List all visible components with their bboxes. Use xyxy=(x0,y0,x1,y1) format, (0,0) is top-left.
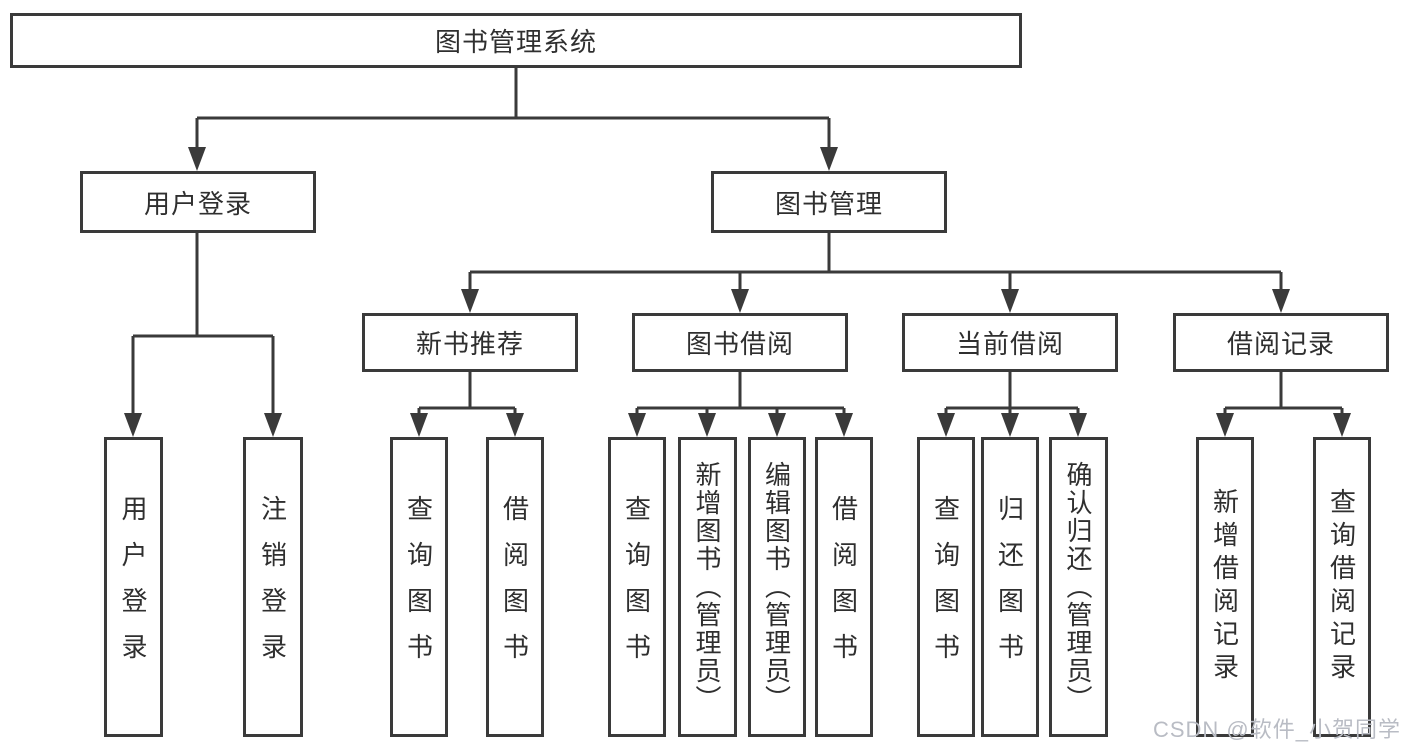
node-new-book-recommend: 新书推荐 xyxy=(362,313,578,372)
leaf-user-login: 用户登录 xyxy=(104,437,163,737)
arrowhead-icon xyxy=(124,413,142,437)
arrowhead-icon xyxy=(1216,413,1234,437)
arrowhead-icon xyxy=(1001,413,1019,437)
leaf-query-books-borrowing: 查询图书 xyxy=(608,437,666,737)
arrowhead-icon xyxy=(628,413,646,437)
arrowhead-icon xyxy=(506,413,524,437)
arrowhead-icon xyxy=(1069,413,1087,437)
arrowhead-icon xyxy=(410,413,428,437)
arrowhead-icon xyxy=(835,413,853,437)
leaf-query-borrow-record: 查询借阅记录 xyxy=(1313,437,1371,737)
node-book-management: 图书管理 xyxy=(711,171,947,233)
node-borrowing-records: 借阅记录 xyxy=(1173,313,1389,372)
node-user-login: 用户登录 xyxy=(80,171,316,233)
node-book-borrowing: 图书借阅 xyxy=(632,313,848,372)
arrowhead-icon xyxy=(461,289,479,313)
leaf-borrow-books-borrowing: 借阅图书 xyxy=(815,437,873,737)
arrowhead-icon xyxy=(188,147,206,171)
node-root: 图书管理系统 xyxy=(10,13,1022,68)
leaf-edit-book-admin: 编辑图书（管理员） xyxy=(748,437,806,737)
arrowhead-icon xyxy=(937,413,955,437)
arrowhead-icon xyxy=(731,289,749,313)
leaf-return-book: 归还图书 xyxy=(981,437,1039,737)
leaf-add-book-admin: 新增图书（管理员） xyxy=(678,437,737,737)
leaf-query-books-current: 查询图书 xyxy=(917,437,975,737)
node-current-borrowing: 当前借阅 xyxy=(902,313,1118,372)
leaf-query-books-recommend: 查询图书 xyxy=(390,437,448,737)
arrowhead-icon xyxy=(820,147,838,171)
arrowhead-icon xyxy=(264,413,282,437)
leaf-confirm-return-admin: 确认归还（管理员） xyxy=(1049,437,1108,737)
arrowhead-icon xyxy=(1272,289,1290,313)
leaf-borrow-books-recommend: 借阅图书 xyxy=(486,437,544,737)
leaf-add-borrow-record: 新增借阅记录 xyxy=(1196,437,1254,737)
leaf-logout: 注销登录 xyxy=(243,437,303,737)
arrowhead-icon xyxy=(1001,289,1019,313)
csdn-watermark: CSDN @软件_小贺同学 xyxy=(1152,717,1401,742)
arrowhead-icon xyxy=(1333,413,1351,437)
arrowhead-icon xyxy=(768,413,786,437)
arrowhead-icon xyxy=(698,413,716,437)
